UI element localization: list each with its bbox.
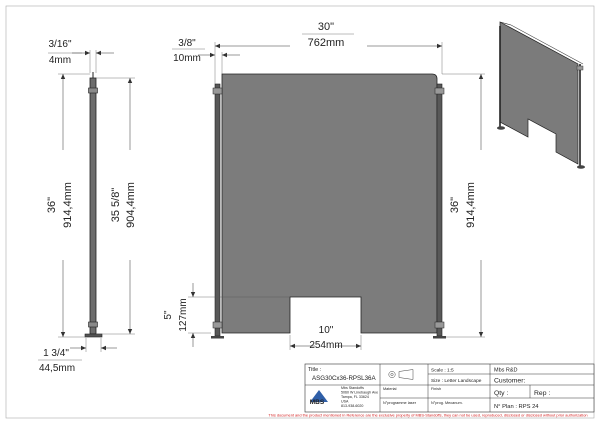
side-base-foot — [84, 333, 103, 338]
plan-number: N° Plan : RPS 24 — [494, 404, 539, 410]
front-width-metric: 762mm — [308, 37, 345, 49]
side-base-width-imperial: 1 3/4" — [43, 348, 69, 359]
front-height-metric: 914,4mm — [465, 182, 477, 228]
front-right-post — [436, 83, 443, 337]
side-view: 3/16" 4mm 36" 914,4mm 35 5/8" 904,4mm 1 … — [38, 39, 137, 374]
sheet-border — [5, 5, 595, 419]
address-line-2: 5060 W Linebaugh Ave — [341, 391, 378, 395]
front-cutout-width-metric: 254mm — [309, 340, 342, 351]
front-cutout-width-imperial: 10" — [319, 325, 334, 336]
title-block: Title : ASG30Cx36-RPSL36A MBS Mbs Stando… — [304, 363, 595, 413]
front-post-offset-imperial: 3/8" — [178, 38, 196, 49]
rep-label: Rep : — [534, 390, 550, 397]
front-height-imperial: 36" — [449, 197, 461, 213]
side-outer-height-imperial: 36" — [46, 197, 58, 213]
side-base-width-metric: 44,5mm — [39, 363, 75, 374]
front-width-imperial: 30" — [318, 21, 334, 33]
qty-label: Qty : — [494, 390, 508, 397]
side-top-width-metric: 4mm — [49, 55, 71, 66]
prog-mecanum-label: N°prog. Mecanum. — [431, 401, 463, 405]
side-top-width-imperial: 3/16" — [48, 39, 71, 50]
address-line-3: Tampa, FL 33624 — [341, 395, 369, 399]
front-view: 30" 762mm 3/8" 10mm 36" 914,4mm 5" 127mm… — [163, 21, 485, 351]
finish-label: Finish — [431, 387, 441, 391]
company-name: Mbs R&D — [494, 368, 518, 374]
front-left-post — [214, 83, 221, 337]
footer-property-note: This document and the product mentioned … — [268, 413, 587, 418]
side-post — [89, 77, 97, 335]
program-laser-label: N°programme laser — [383, 401, 417, 405]
title-value: ASG30Cx36-RPSL36A — [312, 375, 377, 382]
size-label: Size : Letter Landscape — [431, 378, 482, 384]
projection-symbol-icon — [388, 369, 414, 380]
front-cutout-height-metric: 127mm — [178, 298, 189, 331]
customer-label: Customer: — [494, 378, 525, 385]
address-line-4: USA — [341, 400, 349, 404]
title-label: Title : — [308, 367, 322, 373]
svg-text:MBS: MBS — [310, 399, 325, 406]
address-line-1: Mbs Standoffs — [341, 386, 364, 390]
side-outer-height-metric: 914,4mm — [62, 182, 74, 228]
front-cutout-height-imperial: 5" — [163, 310, 174, 320]
front-post-offset-metric: 10mm — [173, 53, 201, 64]
side-inner-height-metric: 904,4mm — [125, 182, 137, 228]
material-label: Material — [383, 387, 397, 391]
scale-label: Scale : 1:5 — [431, 368, 454, 374]
side-inner-height-imperial: 35 5/8" — [110, 188, 122, 223]
mbs-logo: MBS — [310, 390, 328, 406]
iso-panel — [499, 21, 579, 165]
front-panel — [221, 73, 438, 334]
address-line-5: 813-938-6020 — [341, 404, 363, 408]
isometric-view — [497, 21, 585, 169]
